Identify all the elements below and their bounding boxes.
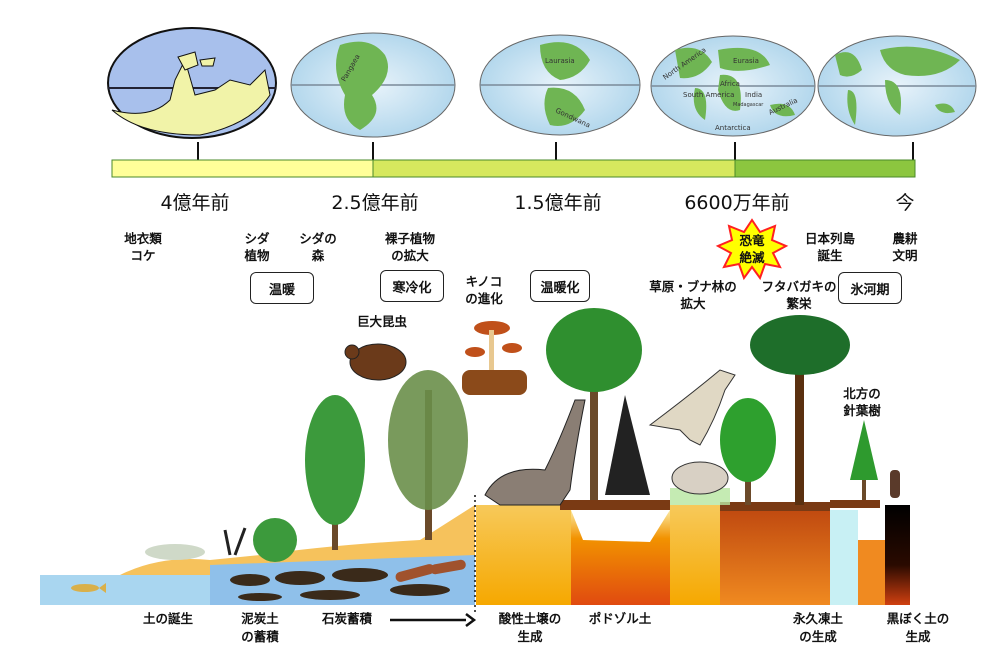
soil-layer — [858, 540, 885, 605]
event-agriculture: 農耕文明 — [892, 231, 918, 263]
timeline-ticks — [197, 142, 914, 162]
globe-label: South America — [683, 91, 734, 99]
dark-conifer-icon — [605, 395, 650, 495]
climate-warming: 温暖化 — [530, 270, 590, 302]
event-japan: 日本列島誕生 — [804, 231, 856, 263]
soil-permafrost-label: 永久凍土の生成 — [792, 611, 844, 644]
t-rex-icon — [648, 369, 736, 446]
conifer-tree-icon — [546, 308, 642, 500]
climate-warm: 温暖 — [250, 272, 314, 304]
fish-icon — [71, 583, 106, 593]
soil-andosol-label: 黒ぼく土の生成 — [886, 611, 950, 644]
broadleaf-tree-icon — [720, 398, 776, 505]
era-label: 1.5億年前 — [514, 192, 602, 214]
event-gymnosperm: 裸子植物の拡大 — [384, 231, 436, 263]
human-icon — [890, 470, 900, 498]
globe-label: Madagascar — [733, 102, 764, 108]
fern-icon — [223, 527, 247, 556]
soil-layer — [720, 510, 830, 605]
globe-label: India — [745, 91, 762, 99]
coal-deposits — [230, 568, 450, 601]
grass — [670, 488, 730, 505]
era-label: 2.5億年前 — [331, 192, 419, 214]
fern-tree-icon — [305, 395, 365, 550]
globe-label: Antarctica — [715, 124, 751, 132]
soil-acid-label: 酸性土壌の生成 — [498, 611, 562, 644]
globe-150mya: Laurasia Gondwana — [479, 34, 641, 136]
soil-podzol-label: ポドゾル土 — [588, 611, 652, 626]
dipterocarp-tree-icon — [750, 315, 850, 505]
event-mushroom: キノコの進化 — [465, 274, 503, 306]
globe-400mya — [107, 27, 277, 139]
globe-present — [817, 35, 977, 137]
permafrost-layer — [830, 510, 858, 605]
fallen-logs — [395, 559, 466, 582]
acid-soil-layer — [476, 505, 571, 605]
era-label: 今 — [895, 192, 915, 214]
leaf-litter — [560, 500, 880, 511]
event-fern-forest: シダの森 — [299, 231, 337, 263]
climate-ice-age: 氷河期 — [838, 272, 902, 304]
extinction-burst-icon — [715, 218, 789, 281]
timeline-segment-cenozoic — [734, 159, 916, 178]
giant-insect-icon — [344, 343, 407, 381]
northern-conifer-icon — [850, 420, 878, 500]
arrow-icon — [390, 613, 477, 627]
globes-row: Pangaea Laurasia Gondwana North America … — [107, 27, 977, 178]
event-conifer: 北方の針葉樹 — [843, 386, 881, 418]
andosol-layer — [885, 505, 910, 605]
soil-birth-label: 土の誕生 — [142, 611, 194, 626]
soil-layer — [120, 505, 475, 575]
soil-layer — [670, 505, 720, 605]
event-giant-insects: 巨大昆虫 — [356, 314, 408, 329]
moss-icon — [145, 544, 205, 560]
event-lichen: 地衣類コケ — [124, 231, 162, 263]
soil-peat-label: 泥炭土の蓄積 — [241, 611, 279, 644]
globe-label: Africa — [720, 80, 740, 88]
globe-label: Eurasia — [733, 57, 759, 65]
event-dipterocarp: フタバガキの繁栄 — [761, 279, 837, 311]
era-label: 4億年前 — [160, 192, 230, 214]
water — [40, 575, 220, 605]
event-fern: シダ植物 — [244, 231, 270, 263]
triceratops-icon — [671, 461, 729, 495]
globe-66mya: North America Eurasia Africa South Ameri… — [650, 35, 816, 137]
era-label: 6600万年前 — [684, 192, 790, 214]
mushroom-icon — [462, 321, 527, 395]
globe-250mya: Pangaea — [290, 32, 456, 138]
gymnosperm-tree-icon — [388, 370, 468, 540]
event-dino-extinction: 恐竜絶滅 — [739, 233, 765, 265]
fern-bush-icon — [253, 518, 297, 562]
brachiosaurus-icon — [484, 399, 586, 506]
podzol-layer — [571, 510, 670, 605]
soil-coal-label: 石炭蓄積 — [321, 611, 373, 626]
globe-label: Laurasia — [545, 57, 575, 65]
event-grassland: 草原・ブナ林の拡大 — [649, 279, 737, 311]
climate-cooling: 寒冷化 — [380, 270, 444, 302]
